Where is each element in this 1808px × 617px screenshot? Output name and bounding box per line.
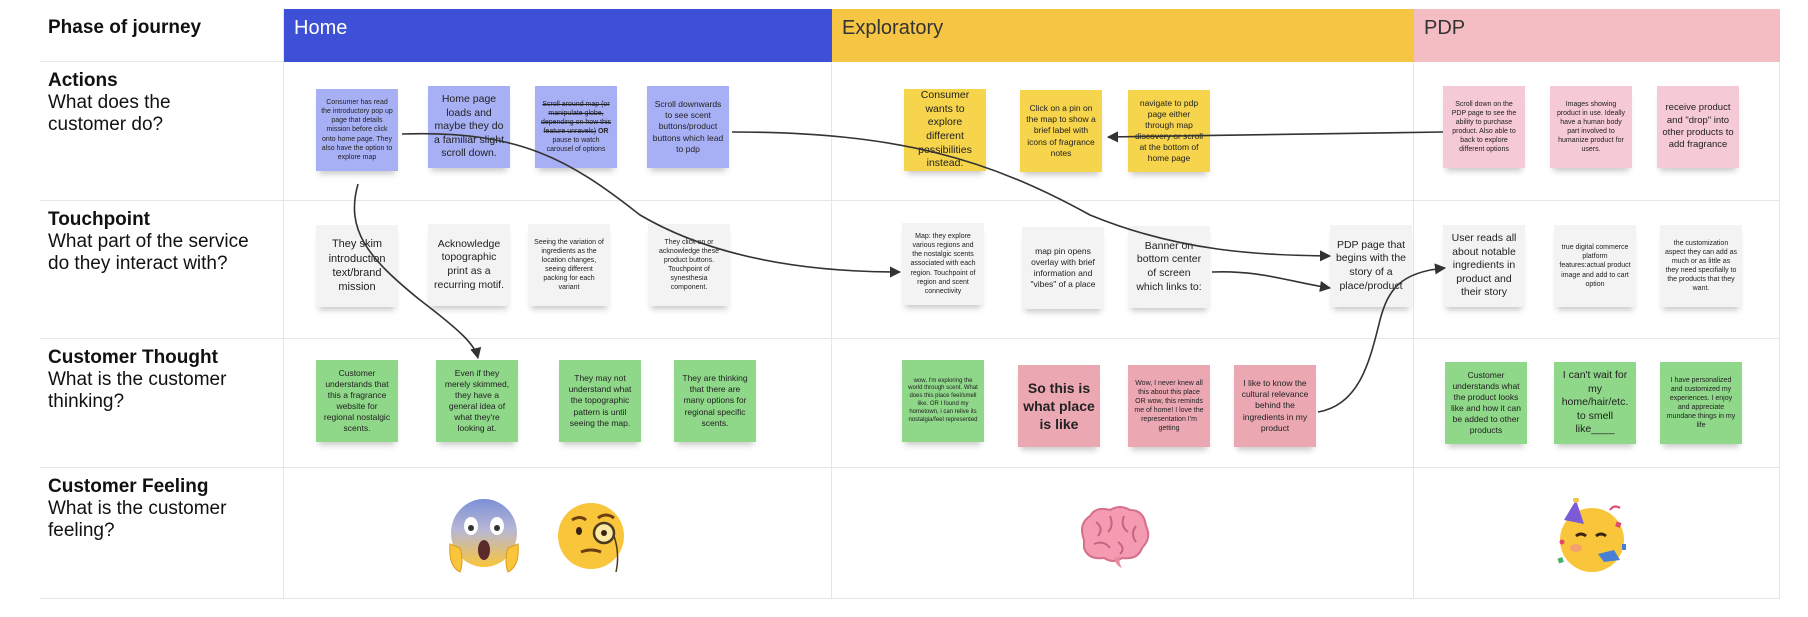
sticky-note[interactable]: They click on or acknowledge these produ… — [648, 224, 730, 306]
sticky-note[interactable]: They may not understand what the topogra… — [559, 360, 641, 442]
row-subtitle: What is the customer feeling? — [48, 498, 227, 541]
sticky-text: Customer understands what the product lo… — [1451, 369, 1521, 436]
face-screaming-in-fear-icon — [449, 499, 519, 573]
phase-label: Phase of journey — [48, 17, 202, 38]
sticky-text: Scroll down on the PDP page to see the a… — [1451, 100, 1517, 154]
partying-face-icon — [1557, 498, 1626, 572]
row-header-touchpoint: Touchpoint What part of the service do t… — [40, 201, 284, 339]
sticky-text: They may not understand what the topogra… — [568, 373, 632, 428]
row-subtitle: What part of the service do they interac… — [48, 231, 249, 274]
sticky-text: receive product and "drop" into other pr… — [1662, 102, 1734, 151]
sticky-note[interactable]: navigate to pdp page either through map … — [1128, 90, 1210, 172]
phase-label-cell: Phase of journey — [40, 9, 284, 62]
sticky-text: true digital commerce platform features:… — [1559, 244, 1631, 288]
sticky-text: User reads all about notable ingredients… — [1451, 231, 1517, 299]
phase-header-exploratory: Exploratory — [832, 9, 1414, 62]
sticky-text: Consumer wants to explore different poss… — [918, 89, 972, 170]
sticky-note[interactable]: the customization aspect they can add as… — [1660, 225, 1742, 307]
sticky-note[interactable]: I have personalized and customized my ex… — [1660, 362, 1742, 444]
sticky-text: Seeing the variation of ingredients as t… — [534, 238, 604, 292]
row-header-feeling: Customer Feeling What is the customer fe… — [40, 468, 284, 599]
sticky-text: They click on or acknowledge these produ… — [659, 238, 719, 292]
sticky-text: I have personalized and customized my ex… — [1666, 376, 1736, 430]
cell — [1414, 339, 1780, 468]
sticky-note[interactable]: wow, I'm exploring the world through sce… — [902, 360, 984, 442]
sticky-text: Banner on bottom center of screen which … — [1136, 239, 1202, 293]
sticky-note[interactable]: They are thinking that there are many op… — [674, 360, 756, 442]
row-title: Touchpoint — [48, 209, 151, 230]
face-with-monocle-icon — [558, 503, 624, 573]
row-subtitle: What does the customer do? — [48, 92, 171, 135]
sticky-note[interactable]: PDP page that begins with the story of a… — [1330, 225, 1412, 307]
cell — [284, 468, 832, 599]
sticky-text: wow, I'm exploring the world through sce… — [908, 377, 978, 423]
sticky-text: So this is what place is like — [1023, 379, 1095, 433]
row-title: Customer Feeling — [48, 476, 209, 497]
sticky-text: I like to know the cultural relevance be… — [1241, 378, 1309, 433]
row-header-thought: Customer Thought What is the customer th… — [40, 339, 284, 468]
sticky-note[interactable]: Scroll downwards to see scent buttons/pr… — [647, 86, 729, 168]
sticky-note[interactable]: Images showing product in use. Ideally h… — [1550, 86, 1632, 168]
phase-pdp-label: PDP — [1424, 17, 1466, 39]
sticky-note[interactable]: So this is what place is like — [1018, 365, 1100, 447]
row-title: Actions — [48, 70, 118, 91]
sticky-text: Home page loads and maybe they do a fami… — [433, 92, 505, 160]
sticky-text: PDP page that begins with the story of a… — [1335, 238, 1407, 292]
sticky-note[interactable]: Acknowledge topographic print as a recur… — [428, 224, 510, 306]
sticky-note[interactable]: map pin opens overlay with brief informa… — [1022, 227, 1104, 309]
sticky-text: Scroll downwards to see scent buttons/pr… — [652, 99, 724, 154]
sticky-note[interactable]: Consumer wants to explore different poss… — [904, 89, 986, 171]
row-title: Customer Thought — [48, 347, 218, 368]
sticky-text: Wow, I never knew all this about this pl… — [1134, 379, 1204, 433]
sticky-note[interactable]: Scroll down on the PDP page to see the a… — [1443, 86, 1525, 168]
sticky-text: pause to watch carousel of options — [546, 137, 606, 154]
sticky-note[interactable]: Scroll around map (or manipulate globe, … — [535, 86, 617, 168]
cell — [1414, 62, 1780, 201]
cell — [1414, 201, 1780, 339]
sticky-text-strikethrough: Scroll around map (or manipulate globe, … — [540, 100, 612, 135]
sticky-text: Images showing product in use. Ideally h… — [1556, 100, 1626, 154]
sticky-text: the customization aspect they can add as… — [1665, 239, 1737, 293]
sticky-note[interactable]: Seeing the variation of ingredients as t… — [528, 224, 610, 306]
sticky-note[interactable]: Banner on bottom center of screen which … — [1128, 226, 1210, 308]
phase-home-label: Home — [294, 17, 348, 39]
sticky-note[interactable]: They skim introduction text/brand missio… — [316, 225, 398, 307]
sticky-note[interactable]: receive product and "drop" into other pr… — [1657, 86, 1739, 168]
row-subtitle: What is the customer thinking? — [48, 369, 227, 412]
sticky-text: I can't wait for my home/hair/etc. to sm… — [1561, 368, 1629, 436]
sticky-text: Consumer has read the introductory pop u… — [321, 99, 393, 161]
sticky-note[interactable]: Wow, I never knew all this about this pl… — [1128, 365, 1210, 447]
sticky-note[interactable]: I like to know the cultural relevance be… — [1234, 365, 1316, 447]
sticky-text: They skim introduction text/brand missio… — [328, 238, 386, 294]
sticky-text: map pin opens overlay with brief informa… — [1030, 245, 1096, 290]
sticky-note[interactable]: Click on a pin on the map to show a brie… — [1020, 90, 1102, 172]
sticky-note[interactable]: Customer understands what the product lo… — [1445, 362, 1527, 444]
sticky-text: navigate to pdp page either through map … — [1134, 97, 1204, 164]
phase-header-pdp: PDP — [1414, 9, 1780, 62]
sticky-note[interactable]: Home page loads and maybe they do a fami… — [428, 86, 510, 168]
cell — [832, 468, 1414, 599]
sticky-text: Customer understands that this a fragran… — [323, 367, 391, 434]
sticky-text: Acknowledge topographic print as a recur… — [433, 237, 505, 291]
sticky-text: Click on a pin on the map to show a brie… — [1026, 103, 1096, 158]
sticky-note[interactable]: I can't wait for my home/hair/etc. to sm… — [1554, 362, 1636, 444]
sticky-text-or: OR — [597, 128, 609, 135]
sticky-note[interactable]: User reads all about notable ingredients… — [1443, 225, 1525, 307]
sticky-note[interactable]: Customer understands that this a fragran… — [316, 360, 398, 442]
phase-exploratory-label: Exploratory — [842, 17, 944, 39]
phase-header-home: Home — [284, 9, 832, 62]
sticky-note[interactable]: Even if they merely skimmed, they have a… — [436, 360, 518, 442]
cell — [284, 339, 832, 468]
sticky-note[interactable]: Consumer has read the introductory pop u… — [316, 89, 398, 171]
brain-icon — [1081, 506, 1150, 568]
sticky-text: Map: they explore various regions and th… — [910, 233, 976, 295]
sticky-text: Even if they merely skimmed, they have a… — [444, 367, 510, 434]
cell — [1414, 468, 1780, 599]
sticky-text: They are thinking that there are many op… — [682, 373, 748, 428]
journey-map-grid: Phase of journey Home Exploratory PDP Ac… — [40, 9, 1780, 599]
sticky-text-group: Scroll around map (or manipulate globe, … — [540, 100, 612, 155]
sticky-note[interactable]: true digital commerce platform features:… — [1554, 225, 1636, 307]
row-header-actions: Actions What does the customer do? — [40, 62, 284, 201]
sticky-note[interactable]: Map: they explore various regions and th… — [902, 223, 984, 305]
